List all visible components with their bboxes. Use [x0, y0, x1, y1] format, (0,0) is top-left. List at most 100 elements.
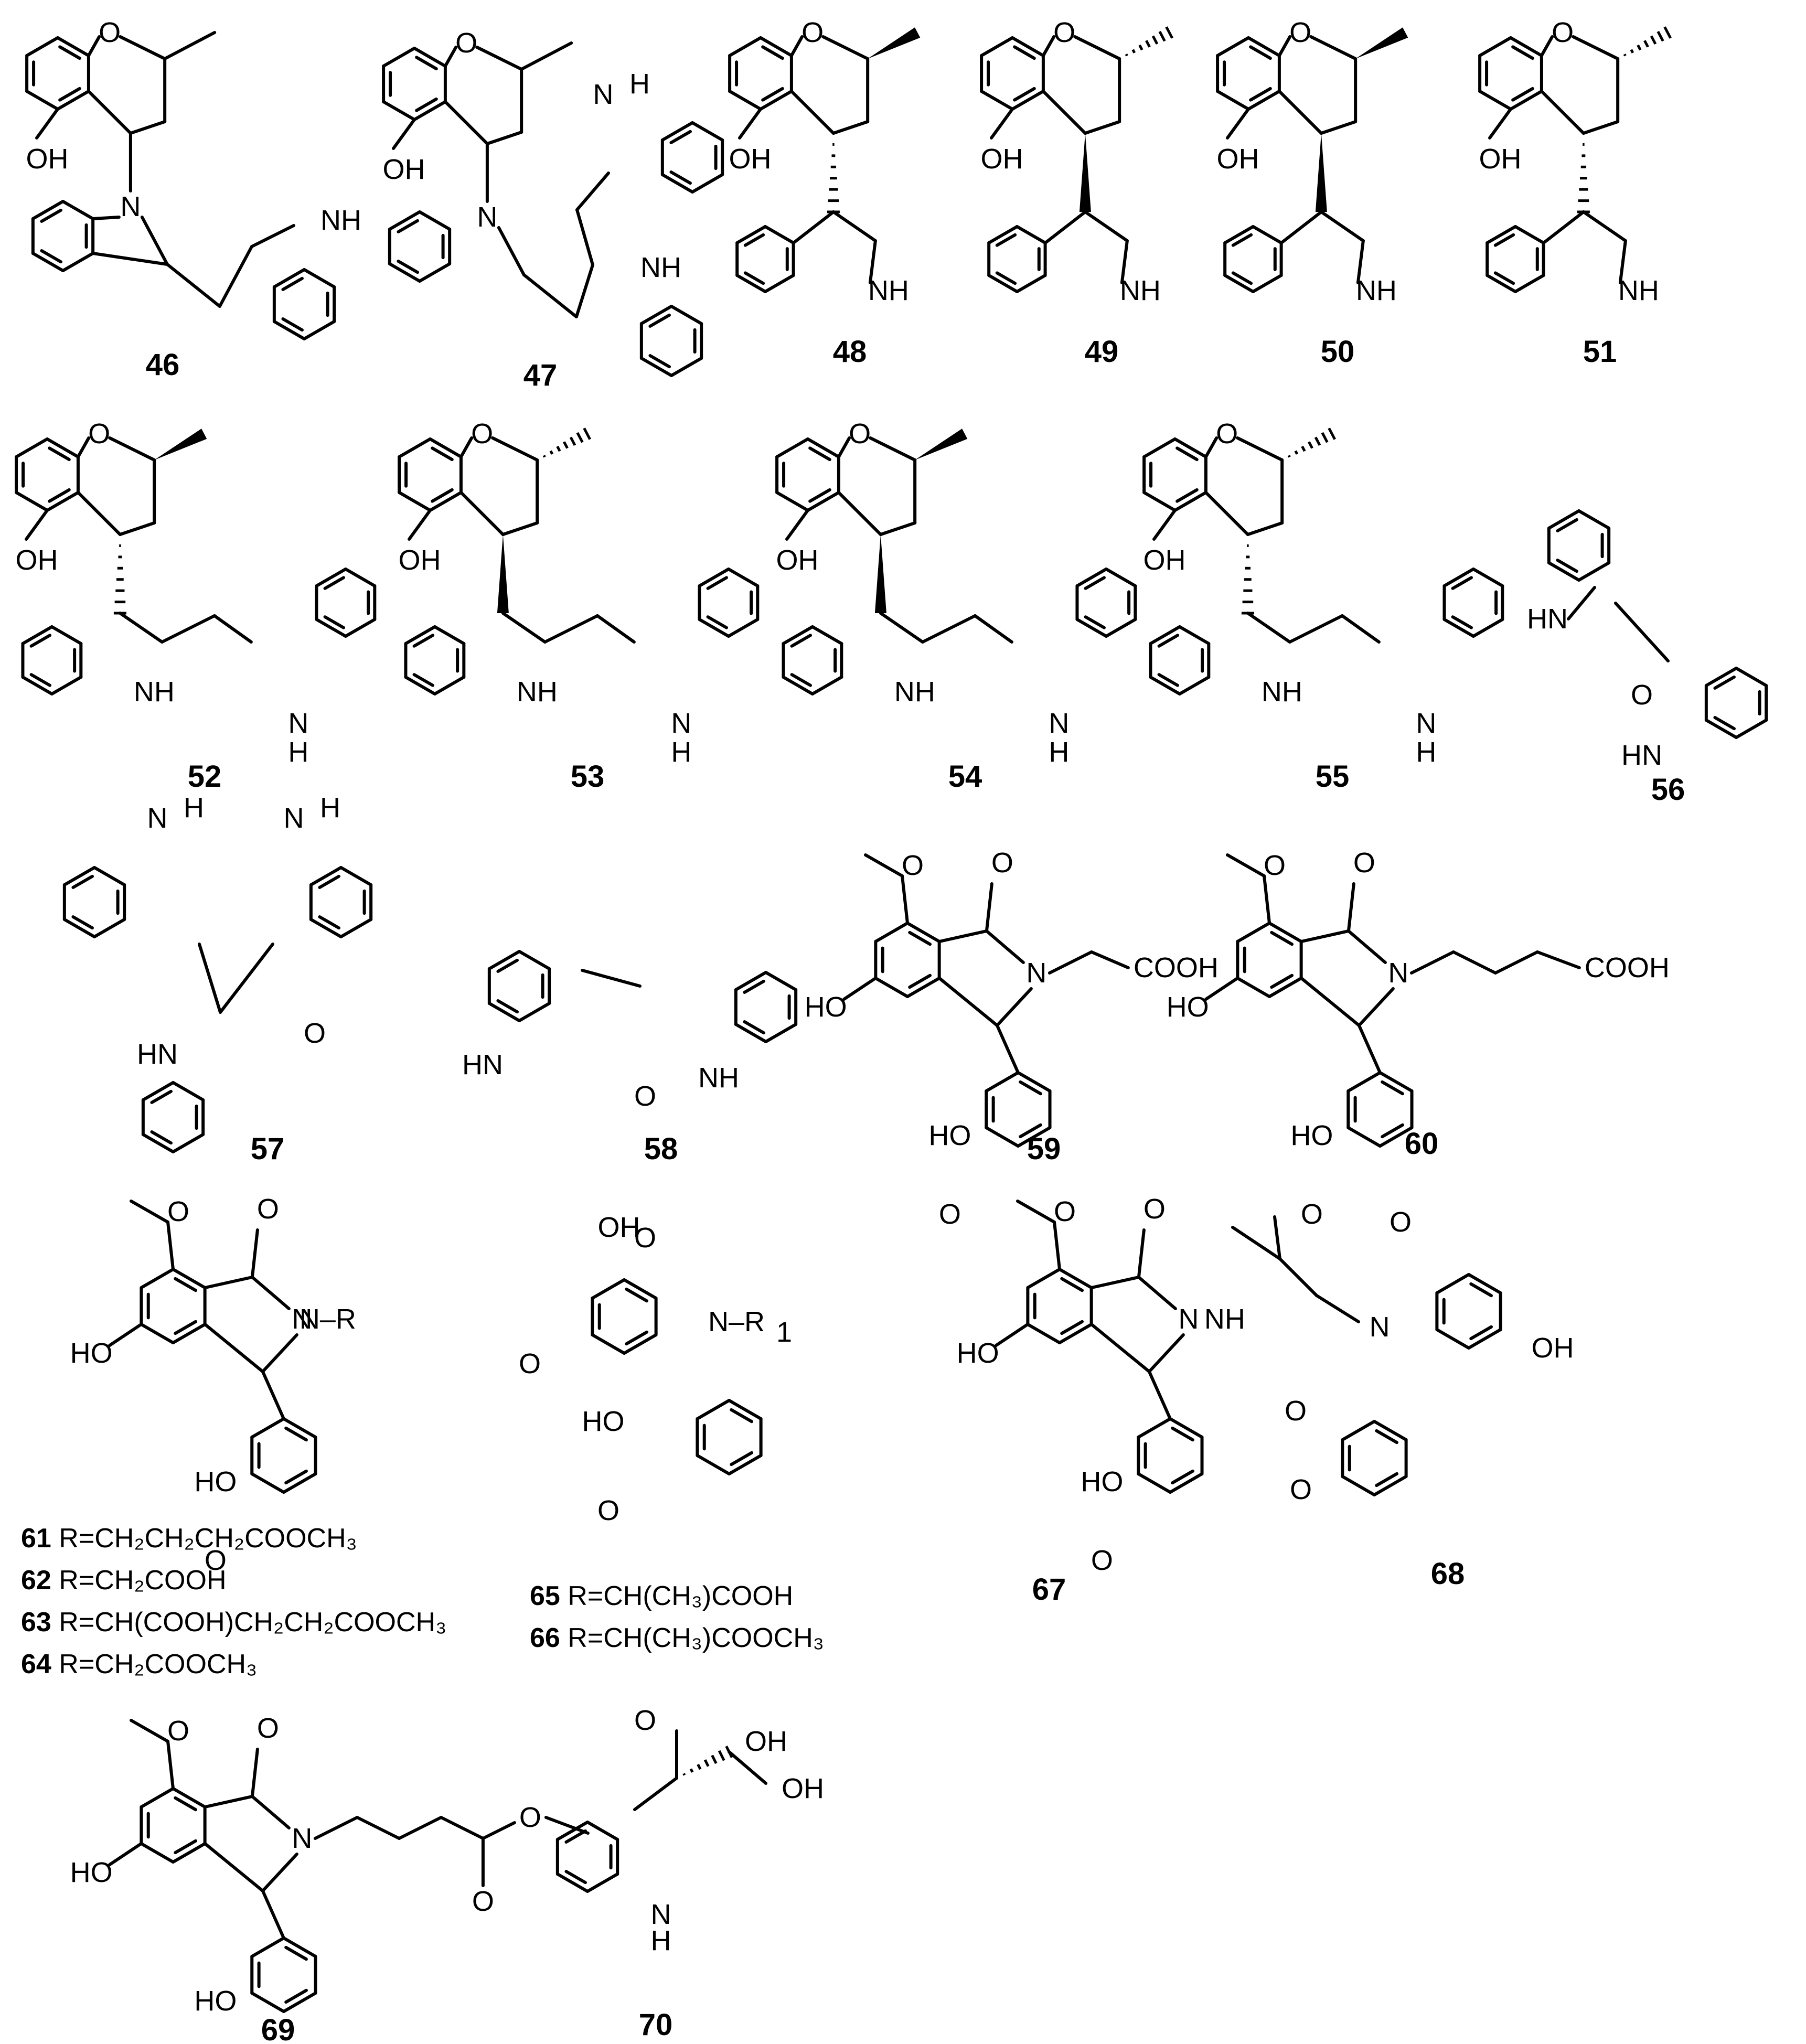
- compound-label-68: 68: [1431, 1557, 1465, 1591]
- bond-313: [1084, 576, 1106, 590]
- hash-mark: [1158, 30, 1166, 42]
- bond-398: [150, 1089, 173, 1104]
- atom-label: H: [1416, 736, 1436, 768]
- bond-156: [1277, 35, 1292, 57]
- hash-mark: [1623, 53, 1627, 57]
- hash-mark: [1294, 450, 1299, 455]
- bond-151: [1247, 36, 1281, 57]
- atom-label: N: [651, 1899, 671, 1930]
- bond-65: [397, 260, 419, 274]
- bond-329: [1152, 509, 1177, 541]
- hash-mark: [1321, 432, 1329, 443]
- bond-28: [140, 216, 169, 266]
- bond-74: [639, 305, 673, 325]
- bond-544: [1137, 1417, 1172, 1439]
- bond-234: [315, 568, 347, 587]
- bond-162: [1226, 108, 1250, 140]
- hash-mark: [718, 1750, 725, 1761]
- hash-mark: [1650, 35, 1657, 45]
- bond-521: [730, 1451, 754, 1467]
- bond-616: [633, 1777, 678, 1811]
- bond-182: [1511, 87, 1534, 102]
- bond-462: [1204, 977, 1239, 1001]
- bond-218: [25, 509, 49, 541]
- bond-119: [1011, 90, 1045, 111]
- bond-63: [418, 210, 452, 231]
- bond-117: [831, 210, 877, 242]
- bond-144: [1043, 210, 1087, 244]
- bond-289: [879, 521, 917, 536]
- bond-585: [261, 1853, 298, 1892]
- compound-label-59: 59: [1027, 1132, 1061, 1166]
- bond-555: [1467, 1273, 1502, 1294]
- bond-573: [172, 1842, 207, 1864]
- bond-70: [574, 263, 594, 318]
- bond-300: [790, 673, 812, 687]
- atom-label: O: [472, 1886, 494, 1917]
- bond-212: [76, 436, 91, 458]
- atom-label: O: [1054, 1196, 1076, 1227]
- bond-145: [1083, 210, 1129, 242]
- bond-81: [575, 172, 610, 211]
- bond-248: [431, 446, 454, 462]
- bond-179: [1478, 36, 1512, 57]
- bond-593: [250, 1936, 285, 1958]
- bond-209: [48, 488, 71, 503]
- atom-label: H: [629, 68, 650, 100]
- atom-label: HO: [1081, 1466, 1123, 1497]
- bond-564: [1373, 1420, 1408, 1441]
- bond-554: [1435, 1273, 1470, 1294]
- bond-512: [625, 1330, 649, 1346]
- bond-583: [250, 1748, 259, 1798]
- hash-mark: [1131, 49, 1136, 53]
- compound-label-58: 58: [644, 1132, 678, 1166]
- bond-243: [398, 437, 432, 458]
- bond-266: [543, 614, 599, 644]
- bond-466: [1347, 1126, 1382, 1148]
- hash-mark: [711, 1754, 718, 1764]
- hash-mark: [1287, 455, 1291, 458]
- bond-263: [412, 634, 434, 648]
- bond-195: [1513, 225, 1545, 244]
- bond-590: [282, 1992, 317, 2013]
- bond-374: [62, 866, 96, 886]
- bond-298: [810, 625, 843, 645]
- bond-538: [995, 1323, 1030, 1347]
- bond-198: [1493, 233, 1515, 247]
- bond-323: [1175, 446, 1199, 462]
- wedge-bond-105: [868, 27, 921, 59]
- bond-560: [1373, 1475, 1408, 1496]
- bond-363: [1704, 719, 1738, 739]
- bond-220: [21, 676, 54, 695]
- bond-252: [501, 521, 539, 536]
- bond-387: [318, 874, 340, 889]
- bond-351: [1577, 561, 1611, 582]
- bond-395: [172, 1081, 205, 1101]
- atom-label: O: [455, 27, 477, 59]
- bond-407: [496, 958, 519, 973]
- bond-72: [639, 357, 673, 377]
- bond-layer: [15, 26, 1768, 2013]
- bond-35: [303, 268, 336, 288]
- atom-label: NH: [134, 676, 175, 708]
- bond-372: [62, 918, 96, 938]
- atom-label: N: [593, 79, 614, 110]
- hash-mark: [1165, 26, 1173, 39]
- bond-167: [1223, 225, 1255, 244]
- atom-label: N: [477, 201, 497, 233]
- bond-603: [439, 1816, 485, 1840]
- bond-52: [475, 46, 523, 71]
- bond-107: [763, 274, 795, 293]
- bond-319: [1173, 437, 1207, 458]
- atom-label: O: [1285, 1395, 1307, 1427]
- bond-223: [50, 625, 83, 645]
- bond-505: [261, 1370, 285, 1420]
- atom-label: H: [1049, 736, 1069, 768]
- bond-368: [1713, 716, 1736, 731]
- bond-40: [218, 245, 253, 308]
- atom-label: O: [1552, 17, 1574, 48]
- bond-229: [160, 614, 216, 644]
- bond-118: [868, 239, 877, 284]
- bond-287: [869, 436, 917, 462]
